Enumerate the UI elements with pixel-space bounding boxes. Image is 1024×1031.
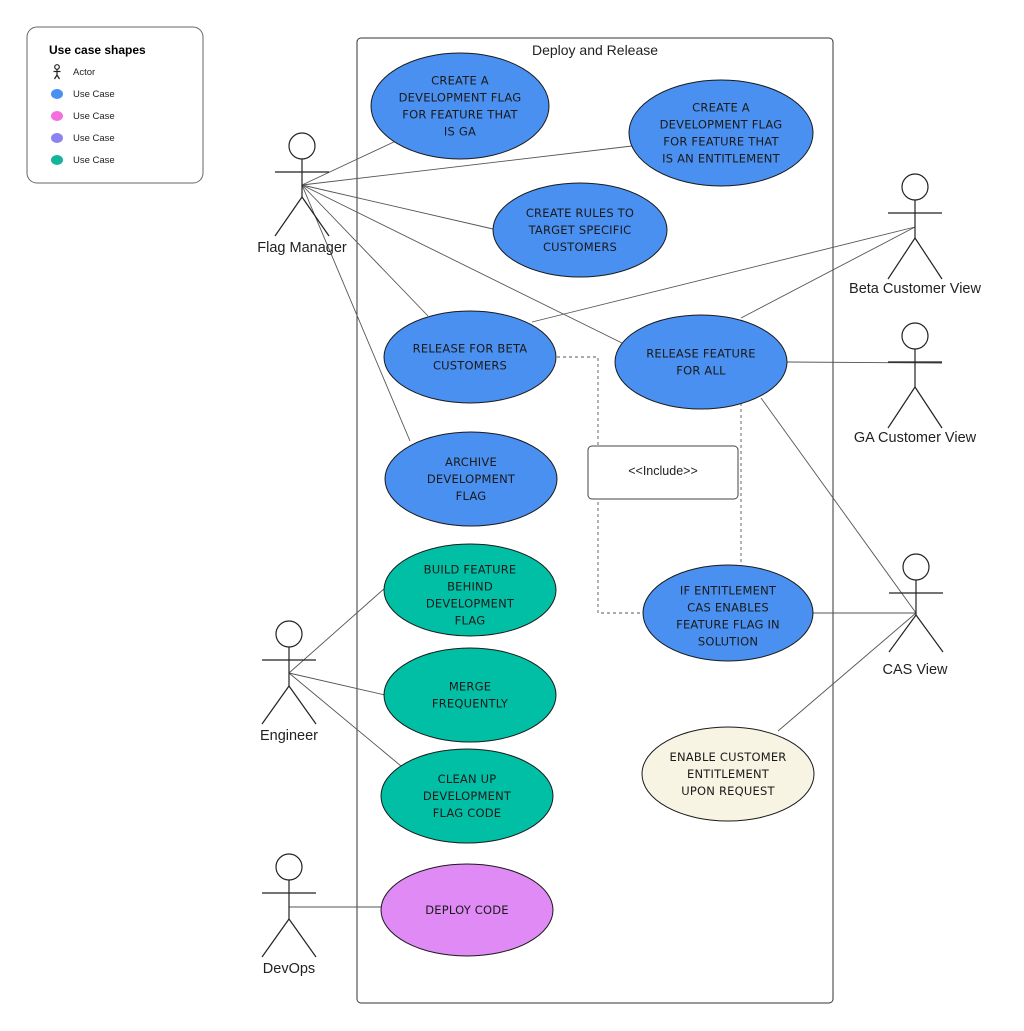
use-case-label-line: FOR FEATURE THAT: [402, 108, 518, 122]
system-title: Deploy and Release: [532, 42, 658, 58]
actor-cas-label: CAS View: [882, 662, 948, 678]
legend-swatch-teal: [51, 155, 63, 165]
legend-swatch-pink: [51, 111, 63, 121]
use-case-label: ENABLE CUSTOMER ENTITLEMENT UPON REQUEST: [670, 750, 787, 798]
use-case-label-line: DEPLOY CODE: [425, 903, 509, 917]
use-case-label-line: RELEASE FOR BETA: [413, 342, 528, 356]
use-case-label-line: ARCHIVE: [445, 455, 497, 469]
use-case-label: RELEASE FOR BETA CUSTOMERS: [413, 342, 528, 373]
use-case-label: BUILD FEATURE BEHIND DEVELOPMENT FLAG: [424, 563, 517, 628]
actor-flag-manager-label: Flag Manager: [257, 240, 347, 256]
use-case-label: CREATE A DEVELOPMENT FLAG FOR FEATURE THAT…: [660, 101, 783, 166]
use-case-label-line: DEVELOPMENT: [426, 597, 515, 611]
use-case-label-line: CREATE A: [431, 74, 489, 88]
include-note: [587, 445, 739, 500]
use-case-label-line: FLAG: [455, 614, 486, 628]
legend-title: Use case shapes: [49, 43, 146, 57]
use-case-label-line: IS AN ENTITLEMENT: [662, 152, 780, 166]
actor-ga-customer-label: GA Customer View: [854, 430, 977, 446]
use-case-label-line: CUSTOMERS: [543, 240, 617, 254]
use-case-label-line: DEVELOPMENT: [427, 472, 516, 486]
use-case-label: CLEAN UP DEVELOPMENT FLAG CODE: [423, 772, 512, 820]
use-case-label: IF ENTITLEMENT CAS ENABLES FEATURE FLAG IN…: [676, 584, 780, 649]
use-case-label-line: CREATE A: [692, 101, 750, 115]
use-case-label-line: MERGE: [449, 680, 491, 694]
actor-engineer-label: Engineer: [260, 728, 318, 744]
use-case-enable-entitlement[interactable]: ENABLE CUSTOMER ENTITLEMENT UPON REQUEST: [641, 726, 815, 822]
use-case-label-line: FLAG: [456, 489, 487, 503]
use-case-release-beta[interactable]: RELEASE FOR BETA CUSTOMERS: [383, 310, 557, 404]
legend-item-label: Actor: [73, 67, 95, 78]
legend-item-label: Use Case: [73, 89, 115, 100]
legend-item-label: Use Case: [73, 133, 115, 144]
legend-item-label: Use Case: [73, 155, 115, 166]
use-case-label-line: DEVELOPMENT FLAG: [660, 118, 783, 132]
use-case-label-line: CLEAN UP: [438, 772, 497, 786]
association-lines: [288, 139, 943, 908]
use-case-label-line: CREATE RULES TO: [526, 206, 634, 220]
use-case-label-line: CUSTOMERS: [433, 359, 507, 373]
use-case-label: DEPLOY CODE: [425, 903, 509, 917]
use-case-label-line: IS GA: [444, 125, 476, 139]
use-case-label-line: ENTITLEMENT: [687, 767, 770, 781]
use-case-label-line: BUILD FEATURE: [424, 563, 517, 577]
legend-swatch-blue: [51, 89, 63, 99]
use-case-build-feature[interactable]: BUILD FEATURE BEHIND DEVELOPMENT FLAG: [383, 543, 557, 637]
actor-devops-icon: [261, 853, 317, 958]
use-case-archive-flag[interactable]: ARCHIVE DEVELOPMENT FLAG: [384, 431, 558, 527]
system-boundary: [356, 37, 834, 1004]
use-case-label-line: RELEASE FEATURE: [646, 347, 756, 361]
use-case-label-line: SOLUTION: [698, 635, 758, 649]
use-case-label: CREATE A DEVELOPMENT FLAG FOR FEATURE THAT…: [399, 74, 522, 139]
use-case-label-line: DEVELOPMENT FLAG: [399, 91, 522, 105]
use-case-label-line: BEHIND: [447, 580, 493, 594]
include-label: <<Include>>: [628, 464, 698, 478]
use-case-label-line: FLAG CODE: [433, 806, 502, 820]
use-case-label-line: DEVELOPMENT: [423, 789, 512, 803]
use-case-label-line: FREQUENTLY: [432, 697, 509, 711]
use-case-label: MERGE FREQUENTLY: [432, 680, 509, 711]
use-case-create-rules[interactable]: CREATE RULES TO TARGET SPECIFIC CUSTOMERS: [492, 182, 668, 278]
use-case-create-flag-entitlement[interactable]: CREATE A DEVELOPMENT FLAG FOR FEATURE THAT…: [628, 79, 814, 187]
actor-flag-manager-icon: [274, 132, 330, 237]
actor-ga-customer-icon: [887, 322, 943, 429]
use-case-label-line: IF ENTITLEMENT: [680, 584, 777, 598]
use-case-label-line: FOR FEATURE THAT: [663, 135, 779, 149]
use-case-deploy-code[interactable]: DEPLOY CODE: [380, 863, 554, 957]
legend-panel: Use case shapes Actor Use Case Use Case …: [26, 26, 204, 184]
actor-beta-customer-label: Beta Customer View: [849, 281, 981, 297]
use-case-create-flag-ga[interactable]: CREATE A DEVELOPMENT FLAG FOR FEATURE THAT…: [370, 52, 550, 160]
use-case-clean-up[interactable]: CLEAN UP DEVELOPMENT FLAG CODE: [380, 748, 554, 844]
actor-engineer-icon: [261, 620, 317, 725]
use-case-merge[interactable]: MERGE FREQUENTLY: [383, 647, 557, 743]
actor-beta-customer-icon: [887, 173, 943, 280]
use-case-label-line: FEATURE FLAG IN: [676, 618, 780, 632]
use-case-label-line: ENABLE CUSTOMER: [670, 750, 787, 764]
actor-icon: [53, 64, 61, 80]
use-case-release-all[interactable]: RELEASE FEATURE FOR ALL: [614, 314, 788, 410]
legend-swatch-violet: [51, 133, 63, 143]
use-case-label-line: UPON REQUEST: [681, 784, 775, 798]
use-case-label-line: FOR ALL: [676, 364, 726, 378]
use-case-if-entitlement[interactable]: IF ENTITLEMENT CAS ENABLES FEATURE FLAG IN…: [642, 564, 814, 662]
actor-cas-icon: [888, 553, 944, 653]
use-case-label-line: CAS ENABLES: [687, 601, 769, 615]
use-case-label: ARCHIVE DEVELOPMENT FLAG: [427, 455, 516, 503]
use-case-label: CREATE RULES TO TARGET SPECIFIC CUSTOMERS: [526, 206, 634, 254]
actor-devops-label: DevOps: [263, 961, 315, 977]
use-case-label: RELEASE FEATURE FOR ALL: [646, 347, 756, 378]
use-case-label-line: TARGET SPECIFIC: [528, 223, 632, 237]
legend-item-label: Use Case: [73, 111, 115, 122]
